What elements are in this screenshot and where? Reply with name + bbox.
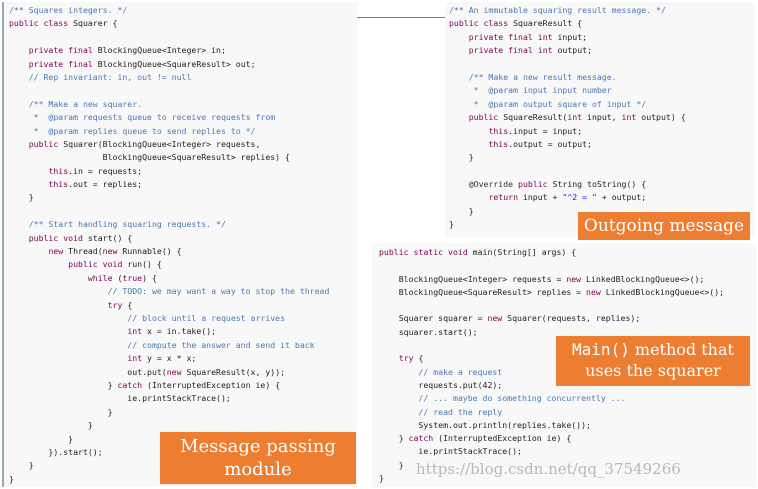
code-line: } — [449, 219, 454, 230]
message-passing-label-line2: module — [224, 459, 292, 480]
squarer-code: /** Squares integers. */ public class Squ… — [4, 2, 357, 486]
code-line: BlockingQueue<SquareResult> replies) { — [9, 152, 290, 163]
code-line: try { — [107, 299, 133, 310]
squarer-code-panel: /** Squares integers. */ public class Squ… — [2, 2, 357, 487]
code-line: } — [9, 460, 34, 471]
code-line — [449, 58, 755, 71]
code-line: * @param requests queue to receive reque… — [9, 112, 276, 123]
code-line: public Squarer(BlockingQueue<Integer> re… — [28, 138, 261, 149]
code-line: }).start(); — [9, 446, 103, 457]
code-line: } — [9, 406, 113, 417]
main-method-label: Main() method that uses the squarer — [556, 336, 750, 386]
code-line: return input + "^2 = " + output; — [488, 192, 647, 203]
code-line — [379, 299, 756, 312]
code-line: BlockingQueue<Integer> requests = new Li… — [379, 273, 705, 284]
code-line: private final BlockingQueue<Integer> in; — [28, 45, 226, 56]
code-line: } — [449, 205, 474, 216]
code-line: @Override public String toString() { — [468, 179, 647, 190]
code-line: // Rep invariant: in, out != null — [9, 71, 192, 82]
code-line: out.put(new SquareResult(x, y)); — [9, 366, 286, 377]
code-line: public class SquareResult { — [449, 18, 583, 29]
code-line: private final int output; — [468, 45, 592, 56]
code-line: /** An immutable squaring result message… — [449, 5, 666, 15]
code-line: // TODO: we may want a way to stop the t… — [9, 286, 330, 297]
square-result-code: /** An immutable squaring result message… — [445, 2, 755, 232]
code-line: private final int input; — [468, 31, 588, 42]
code-line: squarer.start(); — [379, 326, 478, 337]
code-line: private final BlockingQueue<SquareResult… — [28, 58, 256, 69]
code-line: this.output = output; — [488, 138, 592, 149]
code-line: } catch (InterruptedException ie) { — [379, 433, 572, 444]
main-method-label-text1: method that — [629, 340, 734, 359]
message-passing-label-line1: Message passing — [180, 436, 336, 457]
code-line: this.out = replies; — [48, 179, 143, 190]
code-line: requests.put(42); — [379, 379, 503, 390]
code-line: this.in = requests; — [48, 165, 143, 176]
code-line: /** Start handling squaring requests. */ — [9, 219, 226, 230]
code-line — [9, 31, 357, 44]
code-line: /** Squares integers. */ — [9, 5, 128, 15]
connector-line — [357, 17, 445, 18]
code-line: Squarer squarer = new Squarer(requests, … — [379, 313, 641, 324]
square-result-code-panel: /** An immutable squaring result message… — [445, 2, 755, 237]
code-line: BlockingQueue<SquareResult> replies = ne… — [379, 286, 725, 297]
code-line: // read the reply — [379, 406, 503, 417]
message-passing-module-label: Message passing module — [160, 432, 356, 484]
code-line — [9, 84, 357, 97]
code-line: System.out.println(replies.take()); — [379, 419, 591, 430]
code-line: /** Make a new squarer. — [9, 98, 143, 109]
code-line — [379, 259, 756, 272]
code-line: } catch (InterruptedException ie) { — [9, 379, 281, 390]
watermark: https://blog.csdn.net/qq_37549266 — [416, 460, 681, 478]
code-line: this.input = input; — [488, 125, 583, 136]
code-line: new Thread(new Runnable() { — [48, 246, 182, 257]
code-line: // compute the answer and send it back — [9, 339, 315, 350]
code-line: public void run() { — [68, 259, 162, 270]
code-line: // make a request — [379, 366, 503, 377]
code-line: } — [9, 473, 14, 484]
code-line — [9, 205, 357, 218]
code-line — [449, 165, 755, 178]
code-line: ie.printStackTrace(); — [379, 446, 522, 457]
code-line: } — [9, 433, 74, 444]
code-line: } — [9, 192, 34, 203]
outgoing-message-label: Outgoing message — [578, 212, 750, 240]
code-line: ie.printStackTrace(); — [9, 393, 231, 404]
code-line: * @param output square of input */ — [449, 98, 647, 109]
code-line: while (true) { — [87, 272, 157, 283]
code-line: } — [449, 152, 474, 163]
main-method-code: public static void main(String[] args) {… — [372, 243, 756, 485]
code-line: public void start() { — [28, 232, 133, 243]
code-line: public SquareResult(int input, int outpu… — [468, 112, 686, 123]
code-line: try { — [398, 353, 424, 364]
code-line: // ... maybe do something concurrently .… — [379, 393, 626, 404]
code-line: public class Squarer { — [9, 18, 118, 29]
code-line: int y = x * x; — [127, 353, 197, 364]
code-line: int x = in.take(); — [127, 326, 217, 337]
code-line: /** Make a new result message. — [449, 71, 617, 82]
code-line: } — [9, 420, 93, 431]
code-line: } — [379, 459, 404, 470]
main-method-label-text2: uses the squarer — [585, 361, 721, 380]
code-line: * @param input input number — [449, 85, 612, 96]
main-method-label-code: Main() — [572, 340, 630, 359]
code-line: public static void main(String[] args) { — [379, 247, 577, 257]
code-line: } — [379, 473, 384, 484]
code-line: // block until a request arrives — [9, 312, 286, 323]
code-line: * @param replies queue to send replies t… — [9, 125, 256, 136]
